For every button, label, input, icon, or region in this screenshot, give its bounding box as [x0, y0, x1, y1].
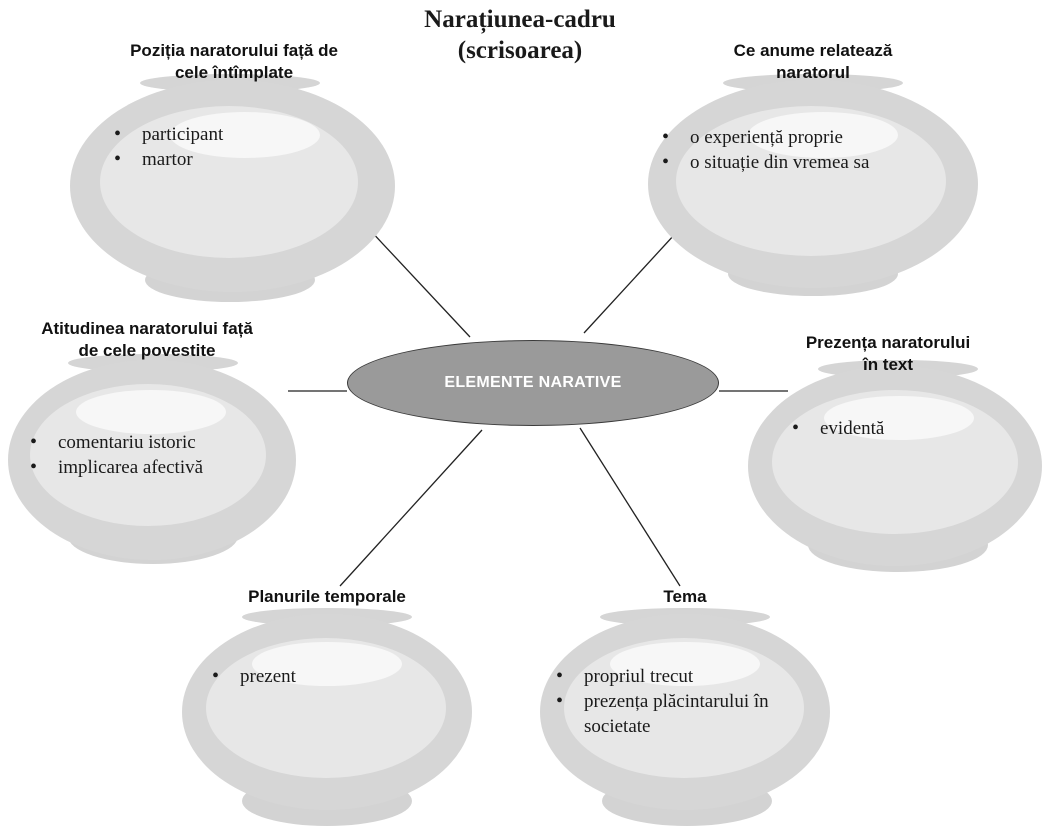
- list-item: evidentă: [792, 416, 884, 441]
- connector-top-right: [583, 221, 687, 334]
- connector-bottom-right: [579, 427, 681, 587]
- list-item: implicarea afectivă: [30, 455, 203, 480]
- page-title-line1: Narațiunea-cadru: [424, 6, 616, 33]
- node-items: propriul trecut prezența plăcintarului î…: [556, 664, 826, 739]
- page-title: Narațiunea-cadru (scrisoarea): [360, 4, 680, 66]
- list-item: prezent: [212, 664, 296, 689]
- node-items: evidentă: [792, 416, 884, 441]
- pot-highlight: [76, 390, 226, 434]
- node-narrated-content: Ce anume relatează naratorul o experienț…: [648, 40, 988, 310]
- list-item: participant: [114, 122, 223, 147]
- list-item: propriul trecut: [556, 664, 826, 689]
- node-heading: Planurile temporale: [248, 587, 406, 606]
- list-item: o situație din vremea sa: [662, 150, 869, 175]
- node-heading: Ce anume relatează naratorul: [733, 41, 893, 82]
- node-narrator-presence: Prezența naratorului în text evidentă: [748, 332, 1044, 602]
- node-heading: Prezența naratorului în text: [805, 333, 971, 374]
- node-theme: Tema propriul trecut prezența plăcintaru…: [540, 586, 840, 830]
- node-heading: Poziția naratorului față de cele întîmpl…: [130, 41, 338, 82]
- connector-top-left: [367, 227, 471, 338]
- central-node: ELEMENTE NARATIVE: [347, 340, 719, 426]
- node-items: comentariu istoric implicarea afectivă: [30, 430, 203, 480]
- node-items: participant martor: [114, 122, 223, 172]
- node-heading: Tema: [663, 587, 707, 606]
- node-items: prezent: [212, 664, 296, 689]
- list-item: comentariu istoric: [30, 430, 203, 455]
- node-narrator-position: Poziția naratorului față de cele întîmpl…: [70, 40, 410, 310]
- node-narrator-attitude: Atitudinea naratorului față de cele pove…: [8, 318, 308, 588]
- node-time-planes: Planurile temporale prezent: [182, 586, 472, 830]
- node-heading: Atitudinea naratorului față de cele pove…: [41, 319, 253, 360]
- node-items: o experiență proprie o situație din vrem…: [662, 125, 869, 175]
- central-node-label: ELEMENTE NARATIVE: [444, 374, 622, 391]
- list-item: martor: [114, 147, 223, 172]
- page-title-line2: (scrisoarea): [457, 37, 583, 64]
- connector-bottom-left: [339, 429, 483, 587]
- list-item: prezența plăcintarului în societate: [556, 689, 826, 739]
- list-item: o experiență proprie: [662, 125, 869, 150]
